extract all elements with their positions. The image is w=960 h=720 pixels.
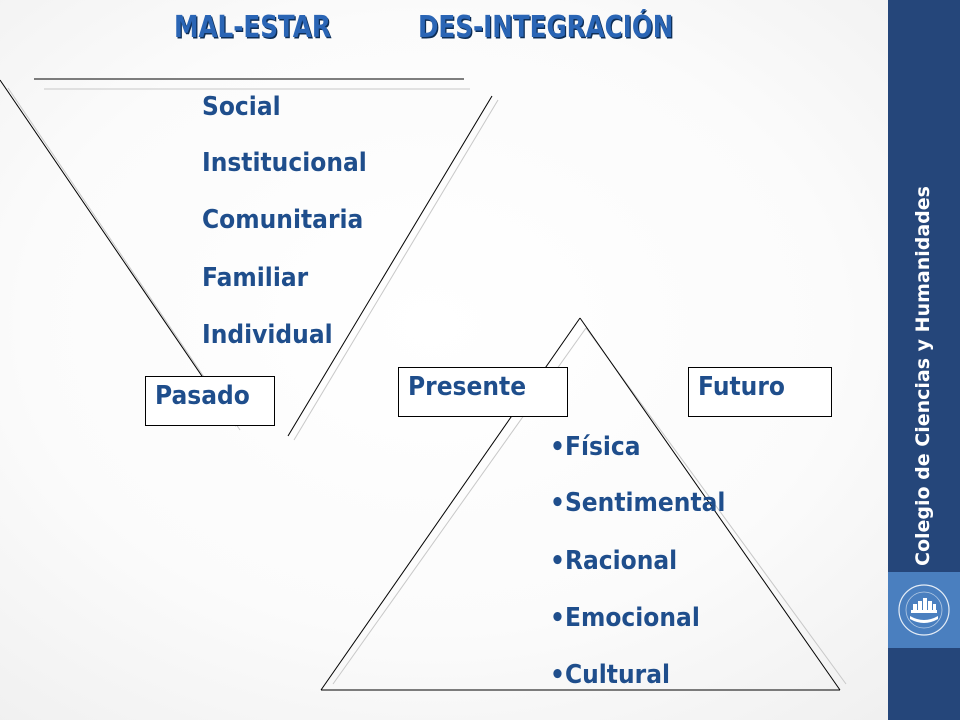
dimension-cultural: •Cultural <box>550 660 671 690</box>
sidebar: Colegio de Ciencias y Humanidades <box>888 0 960 720</box>
inverted-triangle-shadow <box>7 87 499 441</box>
label-pasado: Pasado <box>155 381 250 411</box>
box-futuro: Futuro <box>688 367 832 417</box>
box-presente: Presente <box>398 367 568 417</box>
dimension-emocional: •Emocional <box>550 603 700 633</box>
level-individual: Individual <box>202 320 333 350</box>
ccolegio-logo-icon <box>888 572 960 648</box>
title-des-integracion: DES-INTEGRACIÓN <box>418 10 674 45</box>
sidebar-label: Colegio de Ciencias y Humanidades <box>912 186 934 566</box>
dimension-sentimental: •Sentimental <box>550 488 726 518</box>
dimension-racional: •Racional <box>550 546 678 576</box>
label-presente: Presente <box>408 372 527 402</box>
level-institucional: Institucional <box>202 148 367 178</box>
inverted-triangle-left-edge <box>0 79 237 427</box>
level-social: Social <box>202 92 281 122</box>
level-comunitaria: Comunitaria <box>202 205 364 235</box>
level-familiar: Familiar <box>202 263 309 293</box>
inverted-triangle <box>0 78 493 437</box>
label-futuro: Futuro <box>698 372 785 402</box>
upright-triangle-right-edge <box>579 317 841 691</box>
title-mal-estar: MAL-ESTAR <box>174 10 331 45</box>
logo-graphic <box>898 584 950 636</box>
dimension-fisica: •Física <box>550 432 641 462</box>
diagram-lines <box>0 78 847 691</box>
inverted-triangle-right-edge <box>287 95 493 437</box>
box-pasado: Pasado <box>145 376 275 426</box>
